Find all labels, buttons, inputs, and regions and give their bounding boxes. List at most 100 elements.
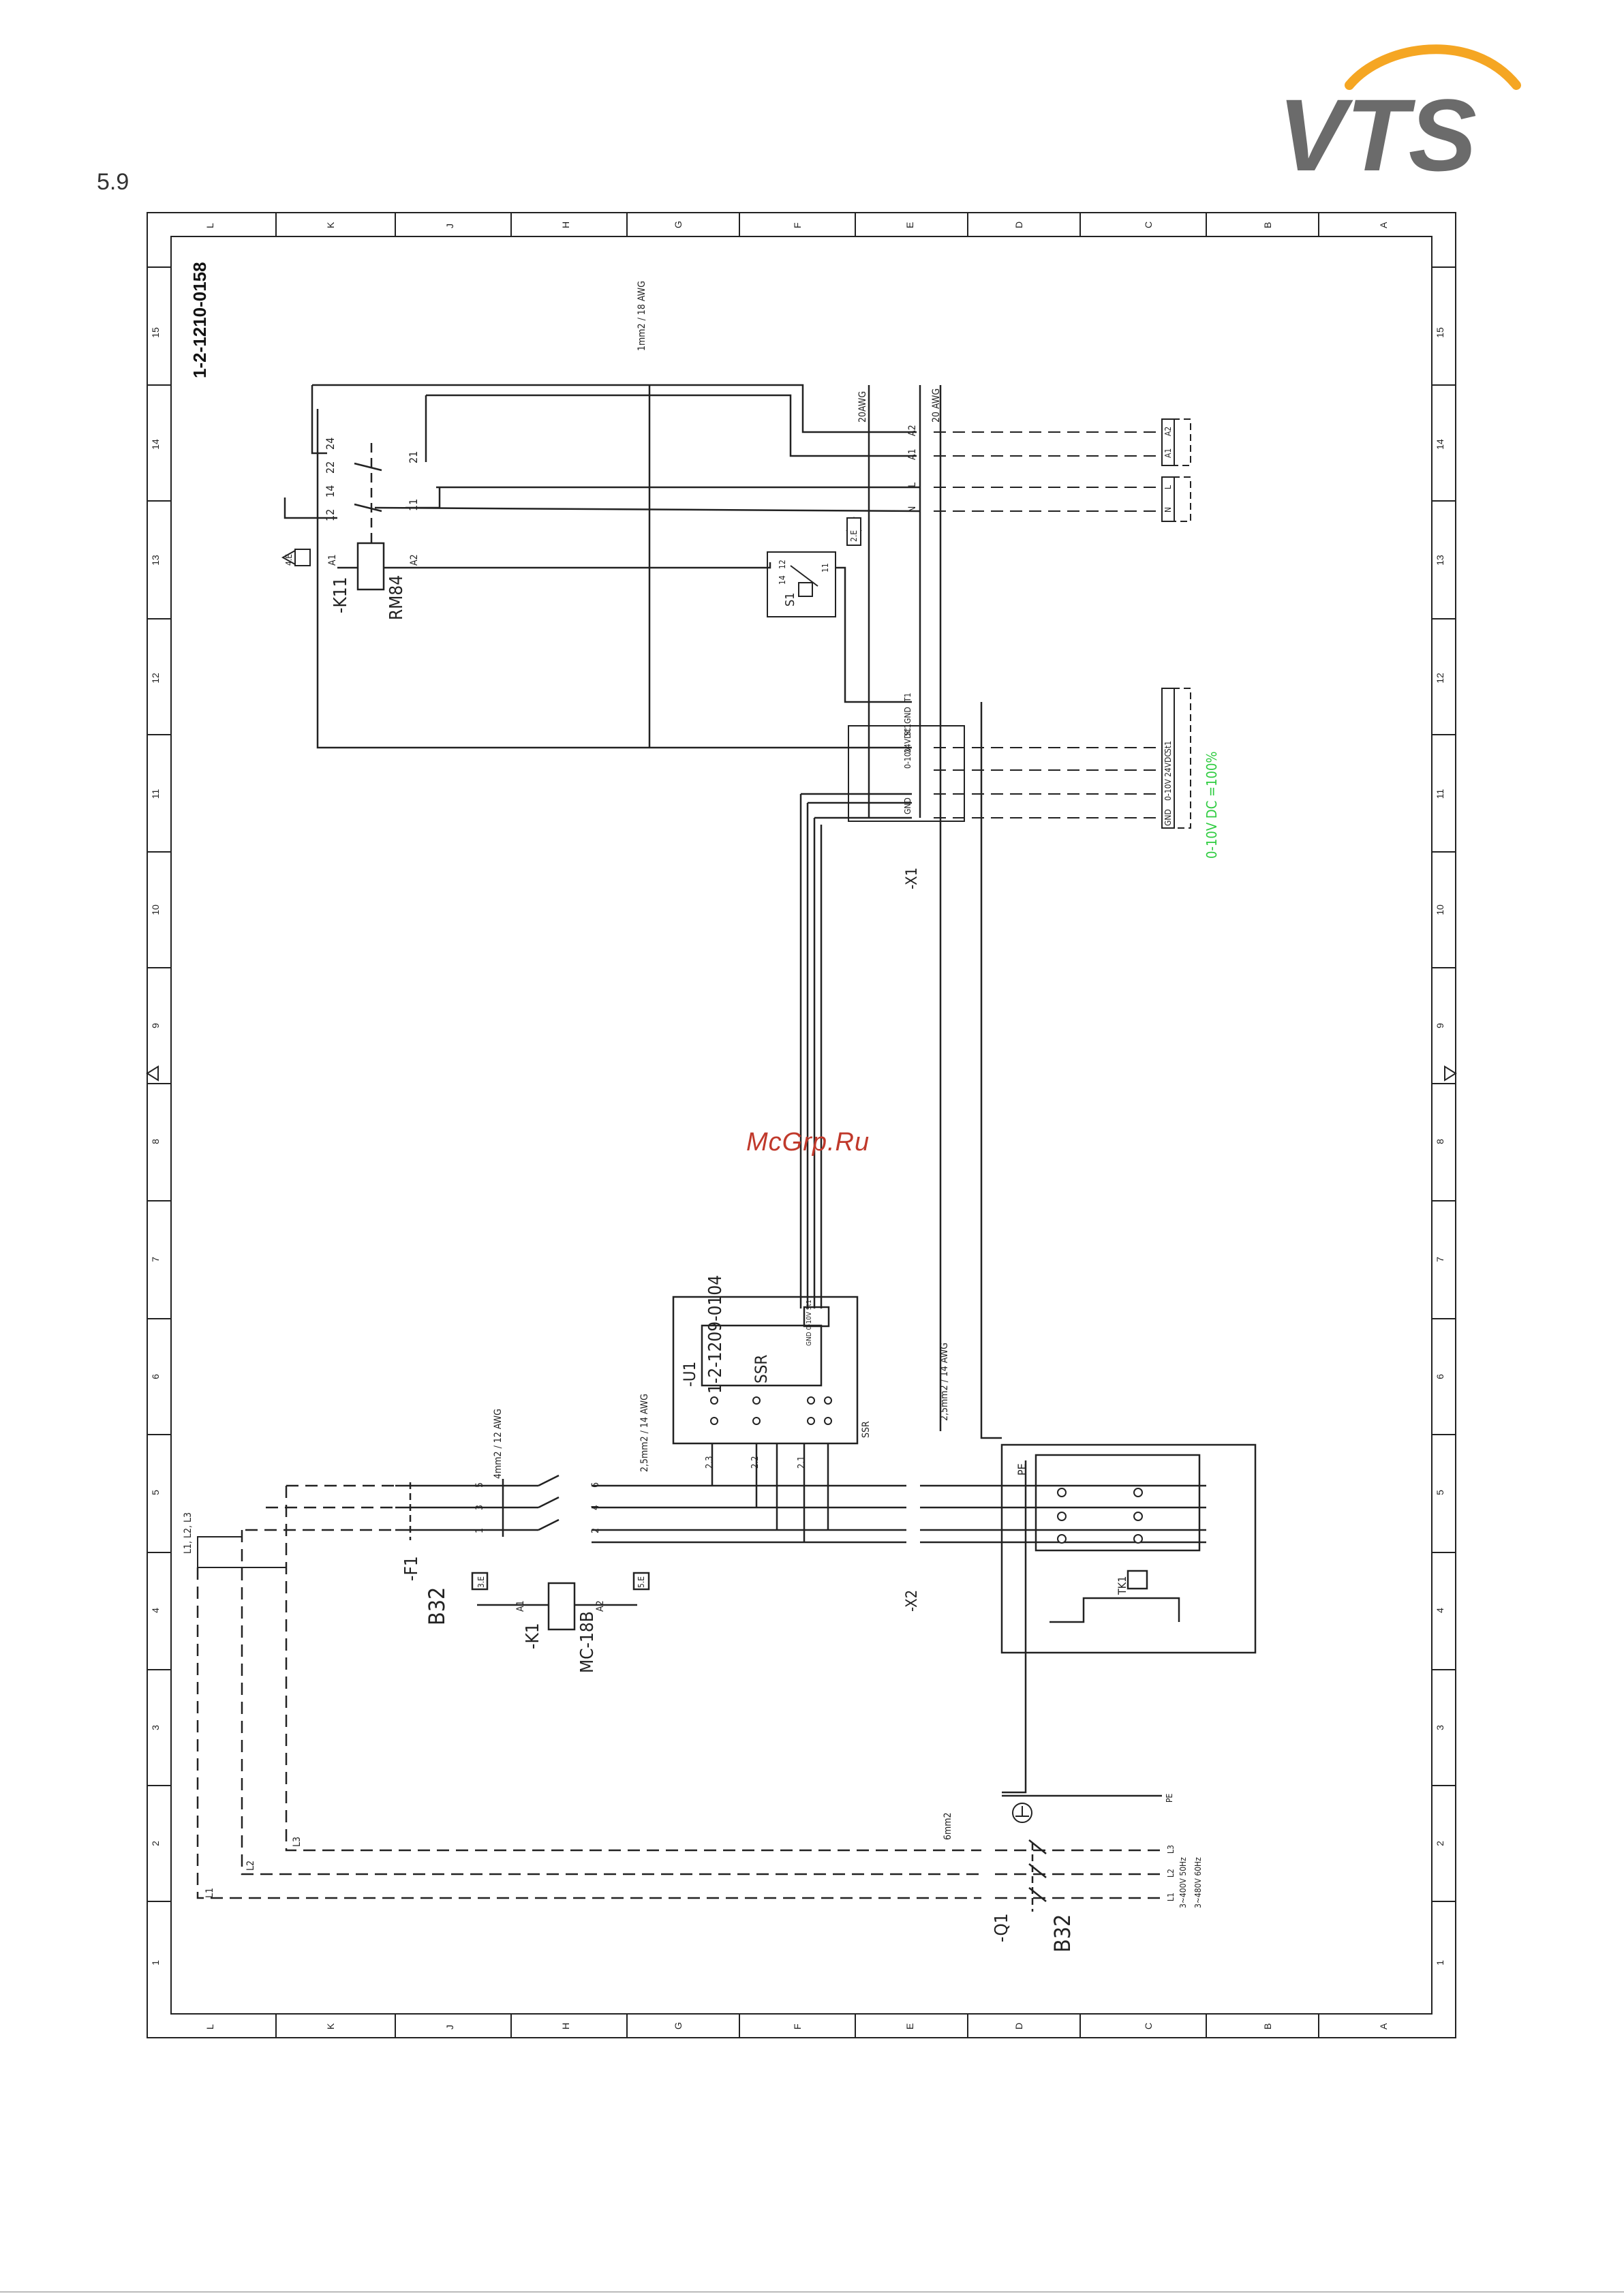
label-n1: 1 xyxy=(474,1528,485,1533)
column-letter-top: L xyxy=(204,223,215,228)
row-number: 5 xyxy=(150,1490,161,1495)
label-n5: 5 xyxy=(474,1482,485,1488)
row-number: 2 xyxy=(1435,1841,1445,1846)
row-number: 6 xyxy=(150,1374,161,1379)
label-x1-gnd-a: GND xyxy=(903,707,913,724)
logo-text: VTS xyxy=(1278,78,1477,181)
terminal-block-x1 xyxy=(848,725,965,822)
row-number: 11 xyxy=(150,789,161,799)
label-ext-a1: A1 xyxy=(1163,448,1173,458)
label-k11-a1: A1 xyxy=(327,554,338,566)
row-number: 7 xyxy=(1435,1257,1445,1262)
label-ssr: SSR xyxy=(752,1355,771,1383)
label-c2-1: 2.1 xyxy=(797,1456,807,1469)
row-number: 9 xyxy=(150,1023,161,1028)
bottom-rule xyxy=(0,2291,1624,2293)
column-letter-bottom: H xyxy=(560,2023,571,2030)
label-l3: L3 xyxy=(292,1837,303,1847)
label-ext-a2: A2 xyxy=(1163,427,1173,436)
label-k1-a1: A1 xyxy=(515,1600,526,1612)
label-l1l2l3: L1, L2, L3 xyxy=(183,1512,194,1554)
center-markers xyxy=(146,1065,1457,1082)
row-number: 8 xyxy=(1435,1139,1445,1144)
supply-wiring xyxy=(196,1486,1165,1899)
row-number: 9 xyxy=(1435,1023,1445,1028)
row-number: 13 xyxy=(150,555,161,566)
supply-frame xyxy=(197,1536,286,1568)
column-letter-bottom: A xyxy=(1378,2023,1389,2030)
label-c2-2: 2.2 xyxy=(750,1456,761,1469)
label-l1-out: L1 xyxy=(1166,1893,1176,1901)
label-rm84: RM84 xyxy=(386,575,407,620)
label-wire-4mm2: 4mm2 / 12 AWG xyxy=(493,1409,504,1479)
column-letter-top: E xyxy=(904,222,915,228)
label-ref-5e: 5.E xyxy=(637,1576,646,1588)
label-b32-q1: B32 xyxy=(1050,1914,1075,1953)
label-ext-010v: 0-10V xyxy=(1163,779,1173,801)
label-x2: -X2 xyxy=(904,1590,921,1612)
label-ext-st: St1 xyxy=(1163,741,1173,753)
column-letter-top: H xyxy=(560,221,571,228)
row-number: 10 xyxy=(1435,904,1445,915)
label-b32-f1: B32 xyxy=(424,1587,450,1625)
row-number: 15 xyxy=(1435,327,1445,338)
label-c12: 12 xyxy=(324,509,337,521)
label-s1-12: 12 xyxy=(778,560,787,569)
label-n6: 6 xyxy=(590,1482,601,1488)
label-pe: PE xyxy=(1015,1463,1028,1475)
row-number: 12 xyxy=(150,673,161,684)
ssr-module xyxy=(672,1296,859,1445)
label-supply-2: 3~480V 60Hz xyxy=(1193,1857,1203,1908)
contactor-k1 xyxy=(471,1572,650,1631)
row-number: 6 xyxy=(1435,1374,1445,1379)
row-number: 12 xyxy=(1435,673,1445,684)
row-number: 15 xyxy=(150,327,161,338)
grid-ticks xyxy=(147,213,1456,2038)
column-letter-top: A xyxy=(1378,221,1389,228)
vts-logo: VTS xyxy=(1278,44,1521,181)
label-l1: L1 xyxy=(204,1888,215,1898)
label-f1: -F1 xyxy=(401,1556,422,1581)
label-wire-1mm2: 1mm2 / 18 AWG xyxy=(637,281,647,351)
column-letter-bottom: E xyxy=(904,2023,915,2030)
label-ext-gnd: GND xyxy=(1163,809,1173,826)
column-letter-bottom: K xyxy=(325,2023,336,2030)
relay-k11 xyxy=(337,443,409,591)
label-l2: L2 xyxy=(245,1861,256,1871)
label-wire-25mm2-b: 2,5mm2 / 14 AWG xyxy=(939,1343,950,1421)
label-k1: -K1 xyxy=(523,1623,543,1649)
label-k11: -K11 xyxy=(331,577,351,613)
column-letter-bottom: L xyxy=(204,2024,215,2030)
label-x1-t1: T1 xyxy=(903,693,913,703)
label-s1-14: 14 xyxy=(778,575,787,585)
label-ref-4e: 4.E xyxy=(284,554,294,566)
label-l2-out: L2 xyxy=(1166,1869,1176,1878)
label-n3: 3 xyxy=(474,1505,485,1510)
label-s1: S1 xyxy=(783,592,797,607)
breaker-q1 xyxy=(1028,1839,1047,1912)
switch-s1 xyxy=(767,551,836,617)
label-l3-out: L3 xyxy=(1166,1845,1176,1854)
label-supply-1: 3~400V 50Hz xyxy=(1178,1857,1188,1908)
row-number: 4 xyxy=(1435,1608,1445,1613)
drawing-number: 1-2-1210-0158 xyxy=(189,262,210,378)
row-number: 7 xyxy=(150,1257,161,1262)
label-x1-gnd-b: GND xyxy=(903,797,913,814)
column-letter-bottom: D xyxy=(1013,2023,1024,2030)
heater-box xyxy=(1000,1443,1257,1654)
label-tk1: TK1 xyxy=(1116,1576,1129,1595)
label-wire-20awg-a: 20AWG xyxy=(857,391,868,423)
label-ref-3e: 3.E xyxy=(476,1576,486,1588)
column-letter-bottom: J xyxy=(444,2025,455,2030)
row-number: 14 xyxy=(150,439,161,450)
row-number: 3 xyxy=(150,1725,161,1730)
row-number: 8 xyxy=(150,1139,161,1144)
label-ssr-side: SSR xyxy=(861,1421,872,1438)
label-x1-24vdc: 24VDC xyxy=(903,728,913,753)
label-wire-6mm2: 6mm2 xyxy=(943,1812,953,1840)
label-s1-11: 11 xyxy=(821,563,830,572)
label-x1-n: N xyxy=(907,506,918,512)
control-wiring xyxy=(284,384,1002,1439)
